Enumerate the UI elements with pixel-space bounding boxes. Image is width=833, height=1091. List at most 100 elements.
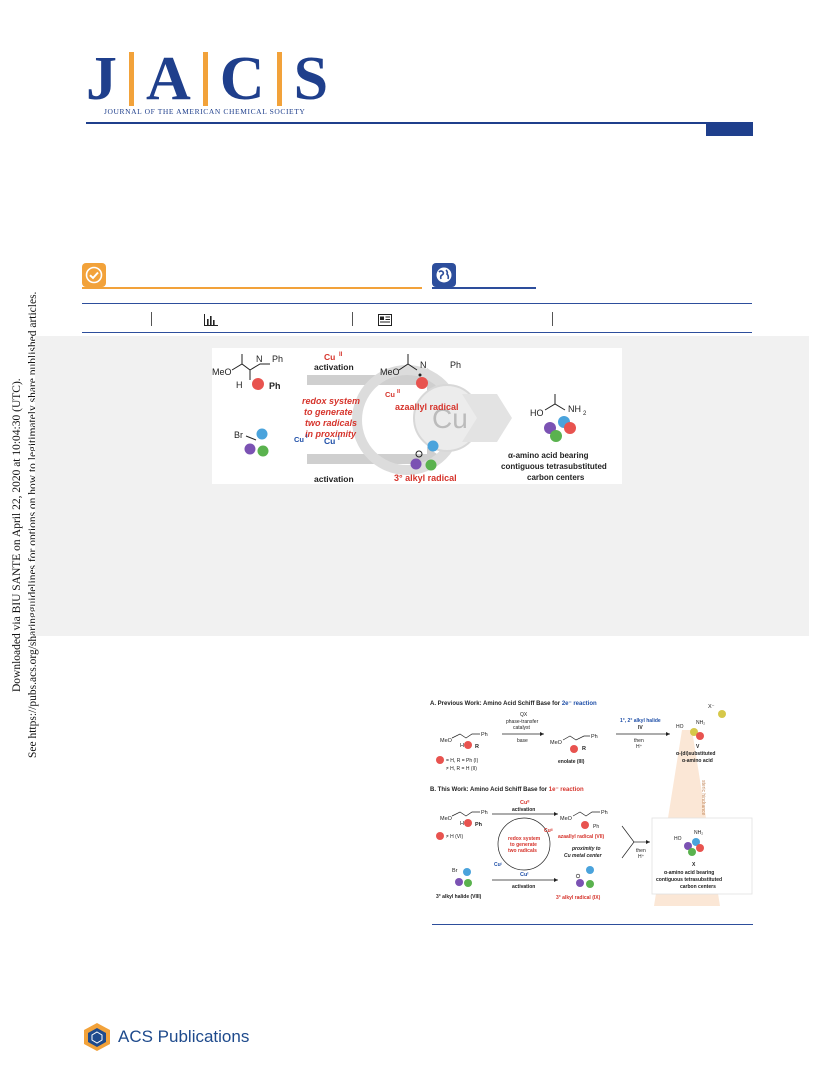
metrics-top-rule bbox=[82, 303, 752, 304]
toc-graphic[interactable]: Cu MeO N Ph H Ph Cu II activation Cu II … bbox=[212, 348, 622, 484]
svg-text:MeO: MeO bbox=[560, 816, 573, 822]
logo-letter-s: S bbox=[293, 45, 329, 113]
compound-label: ≠ H (VI) bbox=[446, 834, 464, 840]
svg-text:H: H bbox=[460, 821, 464, 827]
redox-text: two radicals bbox=[305, 418, 357, 428]
phenyl-label: Ph bbox=[269, 381, 281, 391]
cu-center-label: Cu bbox=[432, 403, 468, 434]
svg-text:Ph: Ph bbox=[593, 824, 599, 830]
svg-text:MeO: MeO bbox=[550, 740, 563, 746]
redox-text: two radicals bbox=[508, 848, 537, 854]
cu2-label: Cu bbox=[324, 352, 335, 362]
svg-text:N: N bbox=[256, 354, 263, 364]
article-icon[interactable] bbox=[378, 314, 392, 326]
compound-label: 3° alkyl halide (VIII) bbox=[436, 894, 482, 900]
svg-text:II: II bbox=[397, 389, 401, 395]
redox-text: redox system bbox=[302, 396, 360, 406]
logo-letter-c: C bbox=[219, 45, 265, 113]
activation-label: activation bbox=[314, 362, 354, 372]
then-label: then bbox=[634, 738, 644, 744]
azaallyl-radical-label: azaallyl radical bbox=[395, 402, 459, 412]
redox-text: to generate bbox=[304, 407, 353, 417]
svg-text:HO: HO bbox=[674, 836, 682, 842]
product-caption: carbon centers bbox=[680, 884, 716, 890]
metrics-separator bbox=[352, 312, 353, 326]
phenyl-label: Ph bbox=[450, 360, 461, 370]
svg-text:Cuᴵᴵ: Cuᴵᴵ bbox=[520, 799, 529, 806]
phenyl-label: Ph bbox=[272, 354, 283, 364]
proximity-text: Cu metal center bbox=[564, 853, 603, 859]
ptc-label: phase-transfer bbox=[506, 719, 539, 725]
proton-label: H⁺ bbox=[638, 854, 645, 860]
amine-label: NH bbox=[568, 404, 581, 414]
product-caption: α-amino acid bbox=[682, 758, 713, 764]
halide-label: X⁻ bbox=[708, 704, 715, 710]
figure-rule bbox=[432, 924, 753, 925]
steric-label: steric hindrance bbox=[700, 780, 706, 816]
svg-text:Ph: Ph bbox=[481, 732, 488, 738]
svg-text:Cuᴵ: Cuᴵ bbox=[520, 871, 528, 878]
publisher-name: ACS Publications bbox=[118, 1027, 250, 1046]
alkyl-halide-label: 1°, 2° alkyl halide bbox=[620, 718, 661, 724]
logo-letter-j: J bbox=[86, 45, 117, 113]
svg-text:Cu: Cu bbox=[385, 390, 395, 399]
svg-text:Cuᴵᴵ: Cuᴵᴵ bbox=[544, 828, 553, 834]
jacs-logo[interactable]: J A C S bbox=[86, 46, 328, 112]
global-access-badge[interactable] bbox=[432, 263, 456, 287]
svg-text:A. Previous Work: Amino Acid S: A. Previous Work: Amino Acid Schiff Base… bbox=[430, 701, 597, 707]
svg-text:B. This Work: Amino Acid Schif: B. This Work: Amino Acid Schiff Base for… bbox=[430, 787, 584, 793]
svg-text:R: R bbox=[475, 744, 479, 750]
svg-text:I: I bbox=[306, 434, 308, 440]
metrics-bottom-rule bbox=[82, 332, 752, 333]
bromide-label: Br bbox=[234, 430, 243, 440]
product-arrow bbox=[462, 394, 512, 442]
qx-label: QX bbox=[520, 712, 528, 718]
product-caption: carbon centers bbox=[527, 473, 585, 482]
svg-text:Ph: Ph bbox=[601, 810, 608, 816]
metrics-separator bbox=[151, 312, 152, 326]
header-rule bbox=[86, 122, 753, 124]
cu1-label: Cu bbox=[324, 436, 335, 446]
redox-text: redox system bbox=[508, 836, 541, 842]
logo-letter-a: A bbox=[146, 45, 191, 113]
svg-text:Cuᴵ: Cuᴵ bbox=[494, 862, 502, 868]
product-box bbox=[651, 817, 753, 895]
svg-text:H: H bbox=[460, 743, 464, 749]
hydroxyl-label: HO bbox=[530, 408, 544, 418]
metrics-separator bbox=[552, 312, 553, 326]
acs-hexagon-icon bbox=[84, 1023, 110, 1051]
cu1-oxidation-state: I bbox=[338, 436, 340, 442]
hydrogen-label: H bbox=[236, 380, 243, 390]
logo-divider bbox=[202, 52, 208, 106]
article-type-tab bbox=[706, 124, 753, 136]
red-substituent bbox=[252, 378, 264, 390]
cu2-oxidation-state: II bbox=[339, 352, 343, 358]
open-access-badge[interactable] bbox=[82, 263, 106, 287]
section-a-title: A. Previous Work: Amino Acid Schiff Base… bbox=[430, 701, 562, 707]
ptc-label: catalyst bbox=[513, 725, 531, 731]
section-a-highlight: 2e⁻ reaction bbox=[562, 701, 597, 707]
acs-publications-logo[interactable]: ACS Publications bbox=[82, 1022, 249, 1052]
azaallyl-radical-label: azaallyl radical (VII) bbox=[558, 834, 604, 840]
checkmark-icon bbox=[85, 266, 103, 284]
methyl-ester-label: MeO bbox=[212, 367, 232, 377]
methyl-ester-label: MeO bbox=[380, 367, 400, 377]
download-watermark-line1: Downloaded via BIU SANTE on April 22, 20… bbox=[11, 378, 23, 692]
logo-divider bbox=[129, 52, 134, 106]
journal-full-name: JOURNAL OF THE AMERICAN CHEMICAL SOCIETY bbox=[104, 107, 306, 116]
product-caption: α-amino acid bearing bbox=[508, 451, 589, 460]
logo-divider bbox=[276, 52, 282, 106]
redox-text: in proximity bbox=[305, 429, 357, 439]
legend-line: = H, R = Ph (I) bbox=[446, 758, 479, 764]
product-caption: contiguous tetrasubstituted bbox=[501, 462, 607, 471]
compound-number: V bbox=[696, 744, 700, 750]
global-access-underline bbox=[432, 287, 536, 289]
globe-icon bbox=[436, 267, 452, 283]
scheme-figure[interactable]: steric hindrance A. Previous Work: Amino… bbox=[430, 694, 754, 906]
svg-text:R: R bbox=[582, 746, 586, 752]
base-label: base bbox=[517, 738, 528, 744]
bar-chart-icon[interactable] bbox=[204, 314, 218, 326]
product-caption: α-amino acid bearing bbox=[664, 870, 714, 876]
svg-text:Br: Br bbox=[452, 868, 458, 874]
svg-text:NH₂: NH₂ bbox=[694, 830, 703, 836]
